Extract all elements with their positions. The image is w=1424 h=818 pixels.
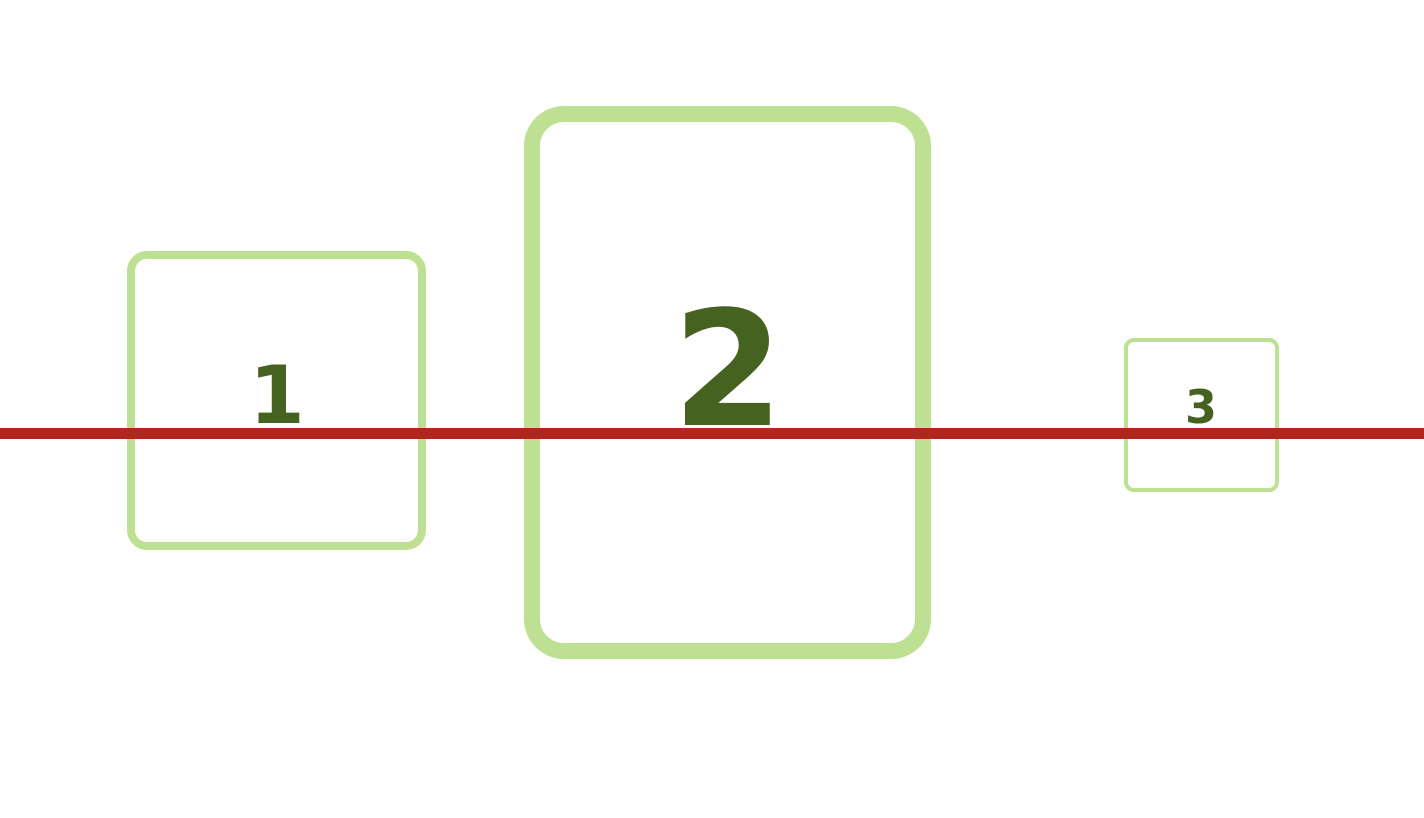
box-1-frame xyxy=(127,251,426,550)
box-2-number: 2 xyxy=(672,276,784,463)
baseline-rule xyxy=(0,428,1424,439)
box-2-frame xyxy=(524,106,931,659)
box-3-number: 3 xyxy=(1184,380,1217,434)
box-3-frame xyxy=(1124,338,1279,492)
box-1-number: 1 xyxy=(249,349,305,442)
